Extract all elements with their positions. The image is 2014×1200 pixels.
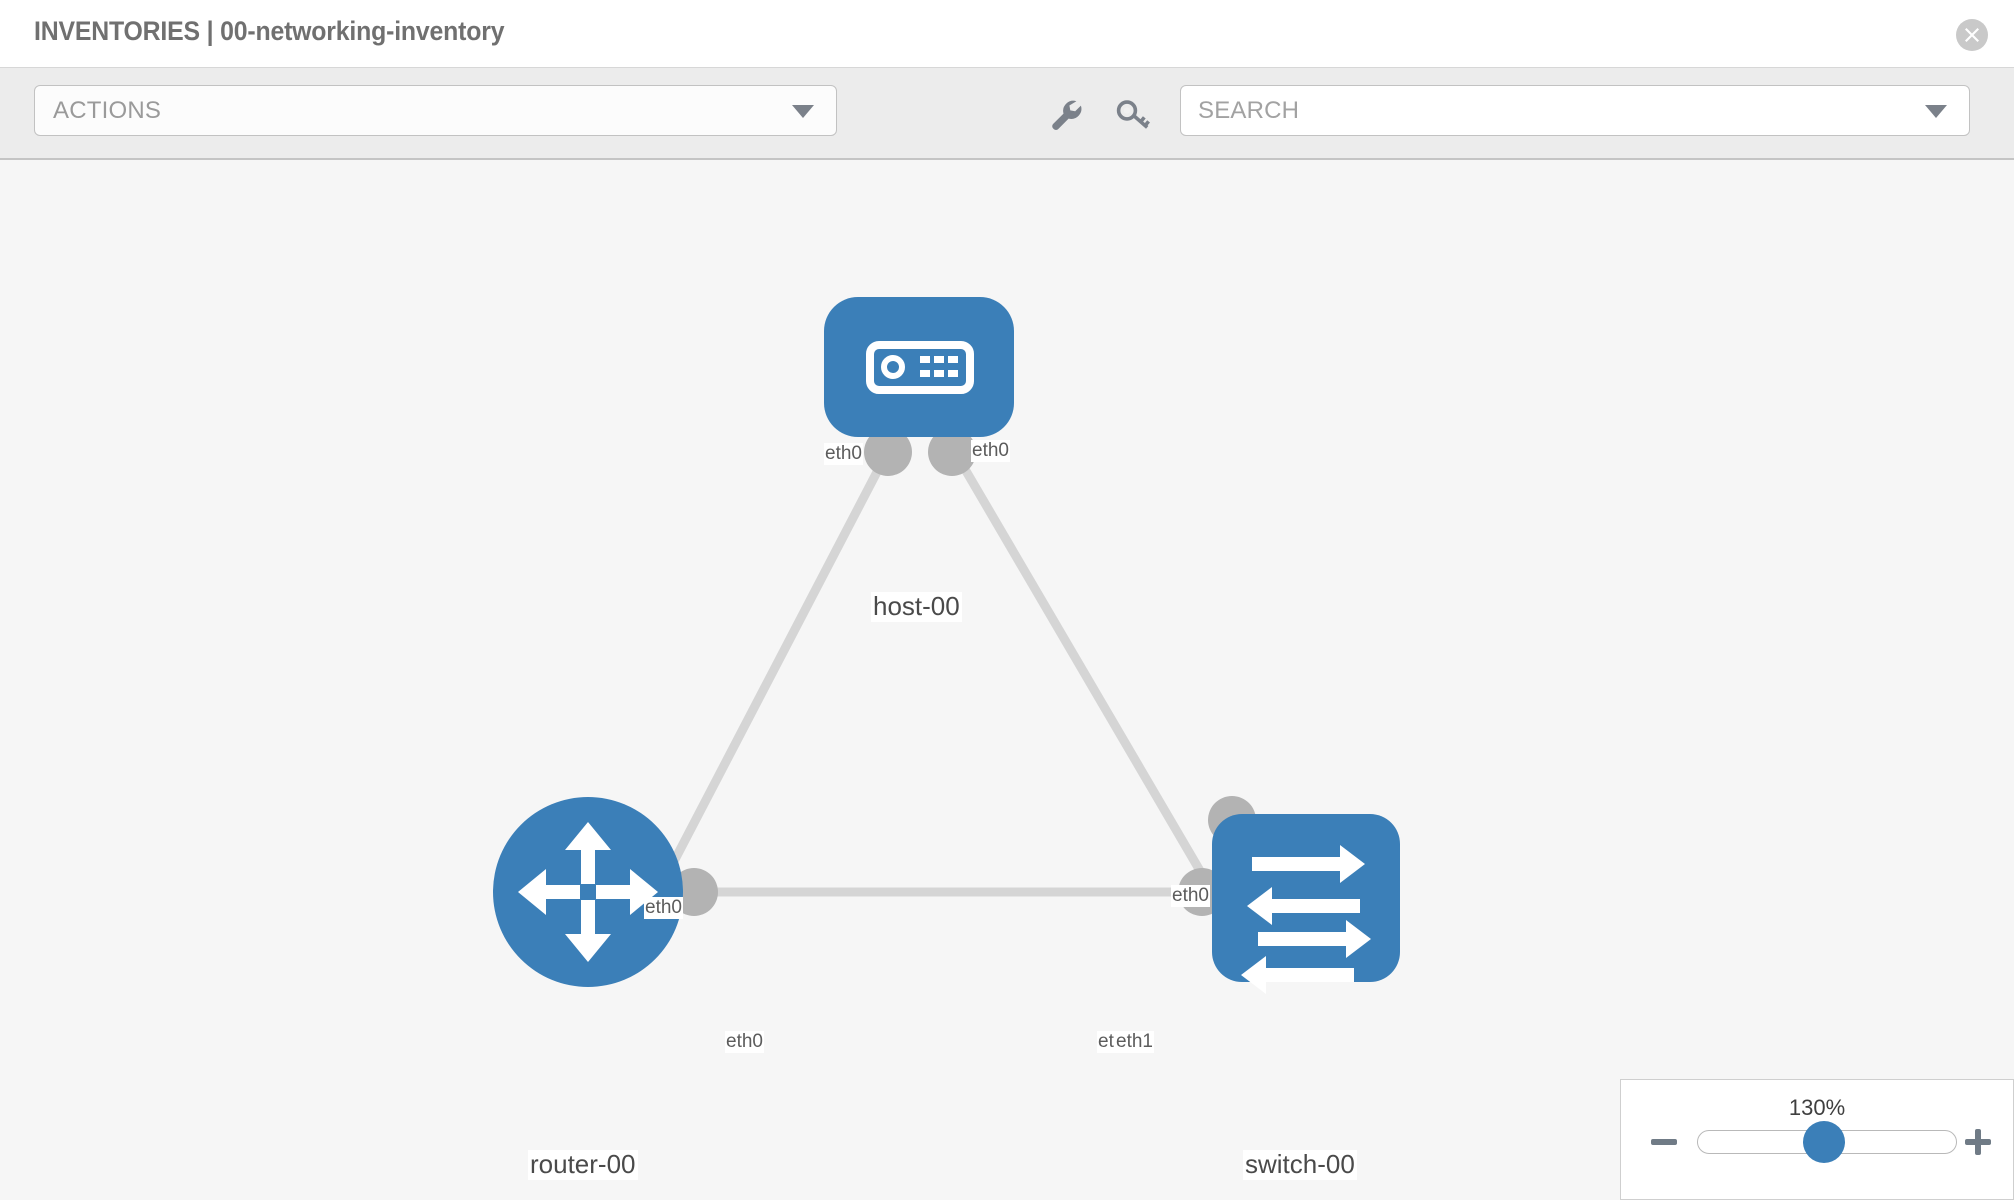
port-host-left xyxy=(864,428,912,476)
topology-ports xyxy=(670,428,1256,916)
node-host-00[interactable] xyxy=(824,297,1014,437)
switch-arrows-icon xyxy=(1241,845,1371,994)
port-host-right xyxy=(928,428,976,476)
zoom-out-button[interactable] xyxy=(1649,1127,1679,1157)
zoom-in-button[interactable] xyxy=(1963,1127,1993,1157)
topology-links xyxy=(641,444,1234,925)
iface-label-host-left: eth0 xyxy=(824,443,863,465)
iface-label-router-uplink: eth0 xyxy=(644,897,683,919)
zoom-slider-thumb[interactable] xyxy=(1803,1121,1845,1163)
search-input[interactable]: SEARCH xyxy=(1180,85,1970,136)
topology-graph xyxy=(493,297,1400,994)
iface-label-switch-eth1: eth1 xyxy=(1115,1031,1154,1053)
node-router-00[interactable] xyxy=(493,797,683,987)
node-label-switch-00: switch-00 xyxy=(1243,1149,1357,1180)
page-header: INVENTORIES | 00-networking-inventory xyxy=(0,0,2014,68)
node-label-host-00: host-00 xyxy=(871,591,962,622)
close-icon[interactable] xyxy=(1956,19,1988,51)
zoom-control-panel: 130% xyxy=(1620,1079,2014,1200)
link-host-router xyxy=(641,444,894,920)
link-host-switch xyxy=(948,444,1234,925)
server-device-icon xyxy=(866,341,974,394)
iface-label-router-eth0: eth0 xyxy=(725,1031,764,1053)
node-switch-00[interactable] xyxy=(1212,814,1400,994)
chevron-down-icon[interactable] xyxy=(1925,105,1947,118)
node-label-router-00: router-00 xyxy=(528,1149,638,1180)
chevron-down-icon xyxy=(792,105,814,118)
search-placeholder: SEARCH xyxy=(1198,97,1300,124)
zoom-level-value: 130% xyxy=(1788,1095,1846,1120)
actions-dropdown[interactable]: ACTIONS xyxy=(34,85,837,136)
router-four-arrows-icon xyxy=(518,822,658,962)
wrench-icon[interactable] xyxy=(1046,95,1086,140)
topology-canvas[interactable]: eth0 eth0 eth0 eth0 eth0 eth eth1 host-0… xyxy=(0,162,2014,1200)
iface-label-switch-uplink: eth0 xyxy=(1171,885,1210,907)
page-title: INVENTORIES | 00-networking-inventory xyxy=(34,16,505,46)
key-icon[interactable] xyxy=(1114,95,1154,140)
iface-label-host-right: eth0 xyxy=(971,440,1010,462)
actions-dropdown-label: ACTIONS xyxy=(53,97,162,124)
